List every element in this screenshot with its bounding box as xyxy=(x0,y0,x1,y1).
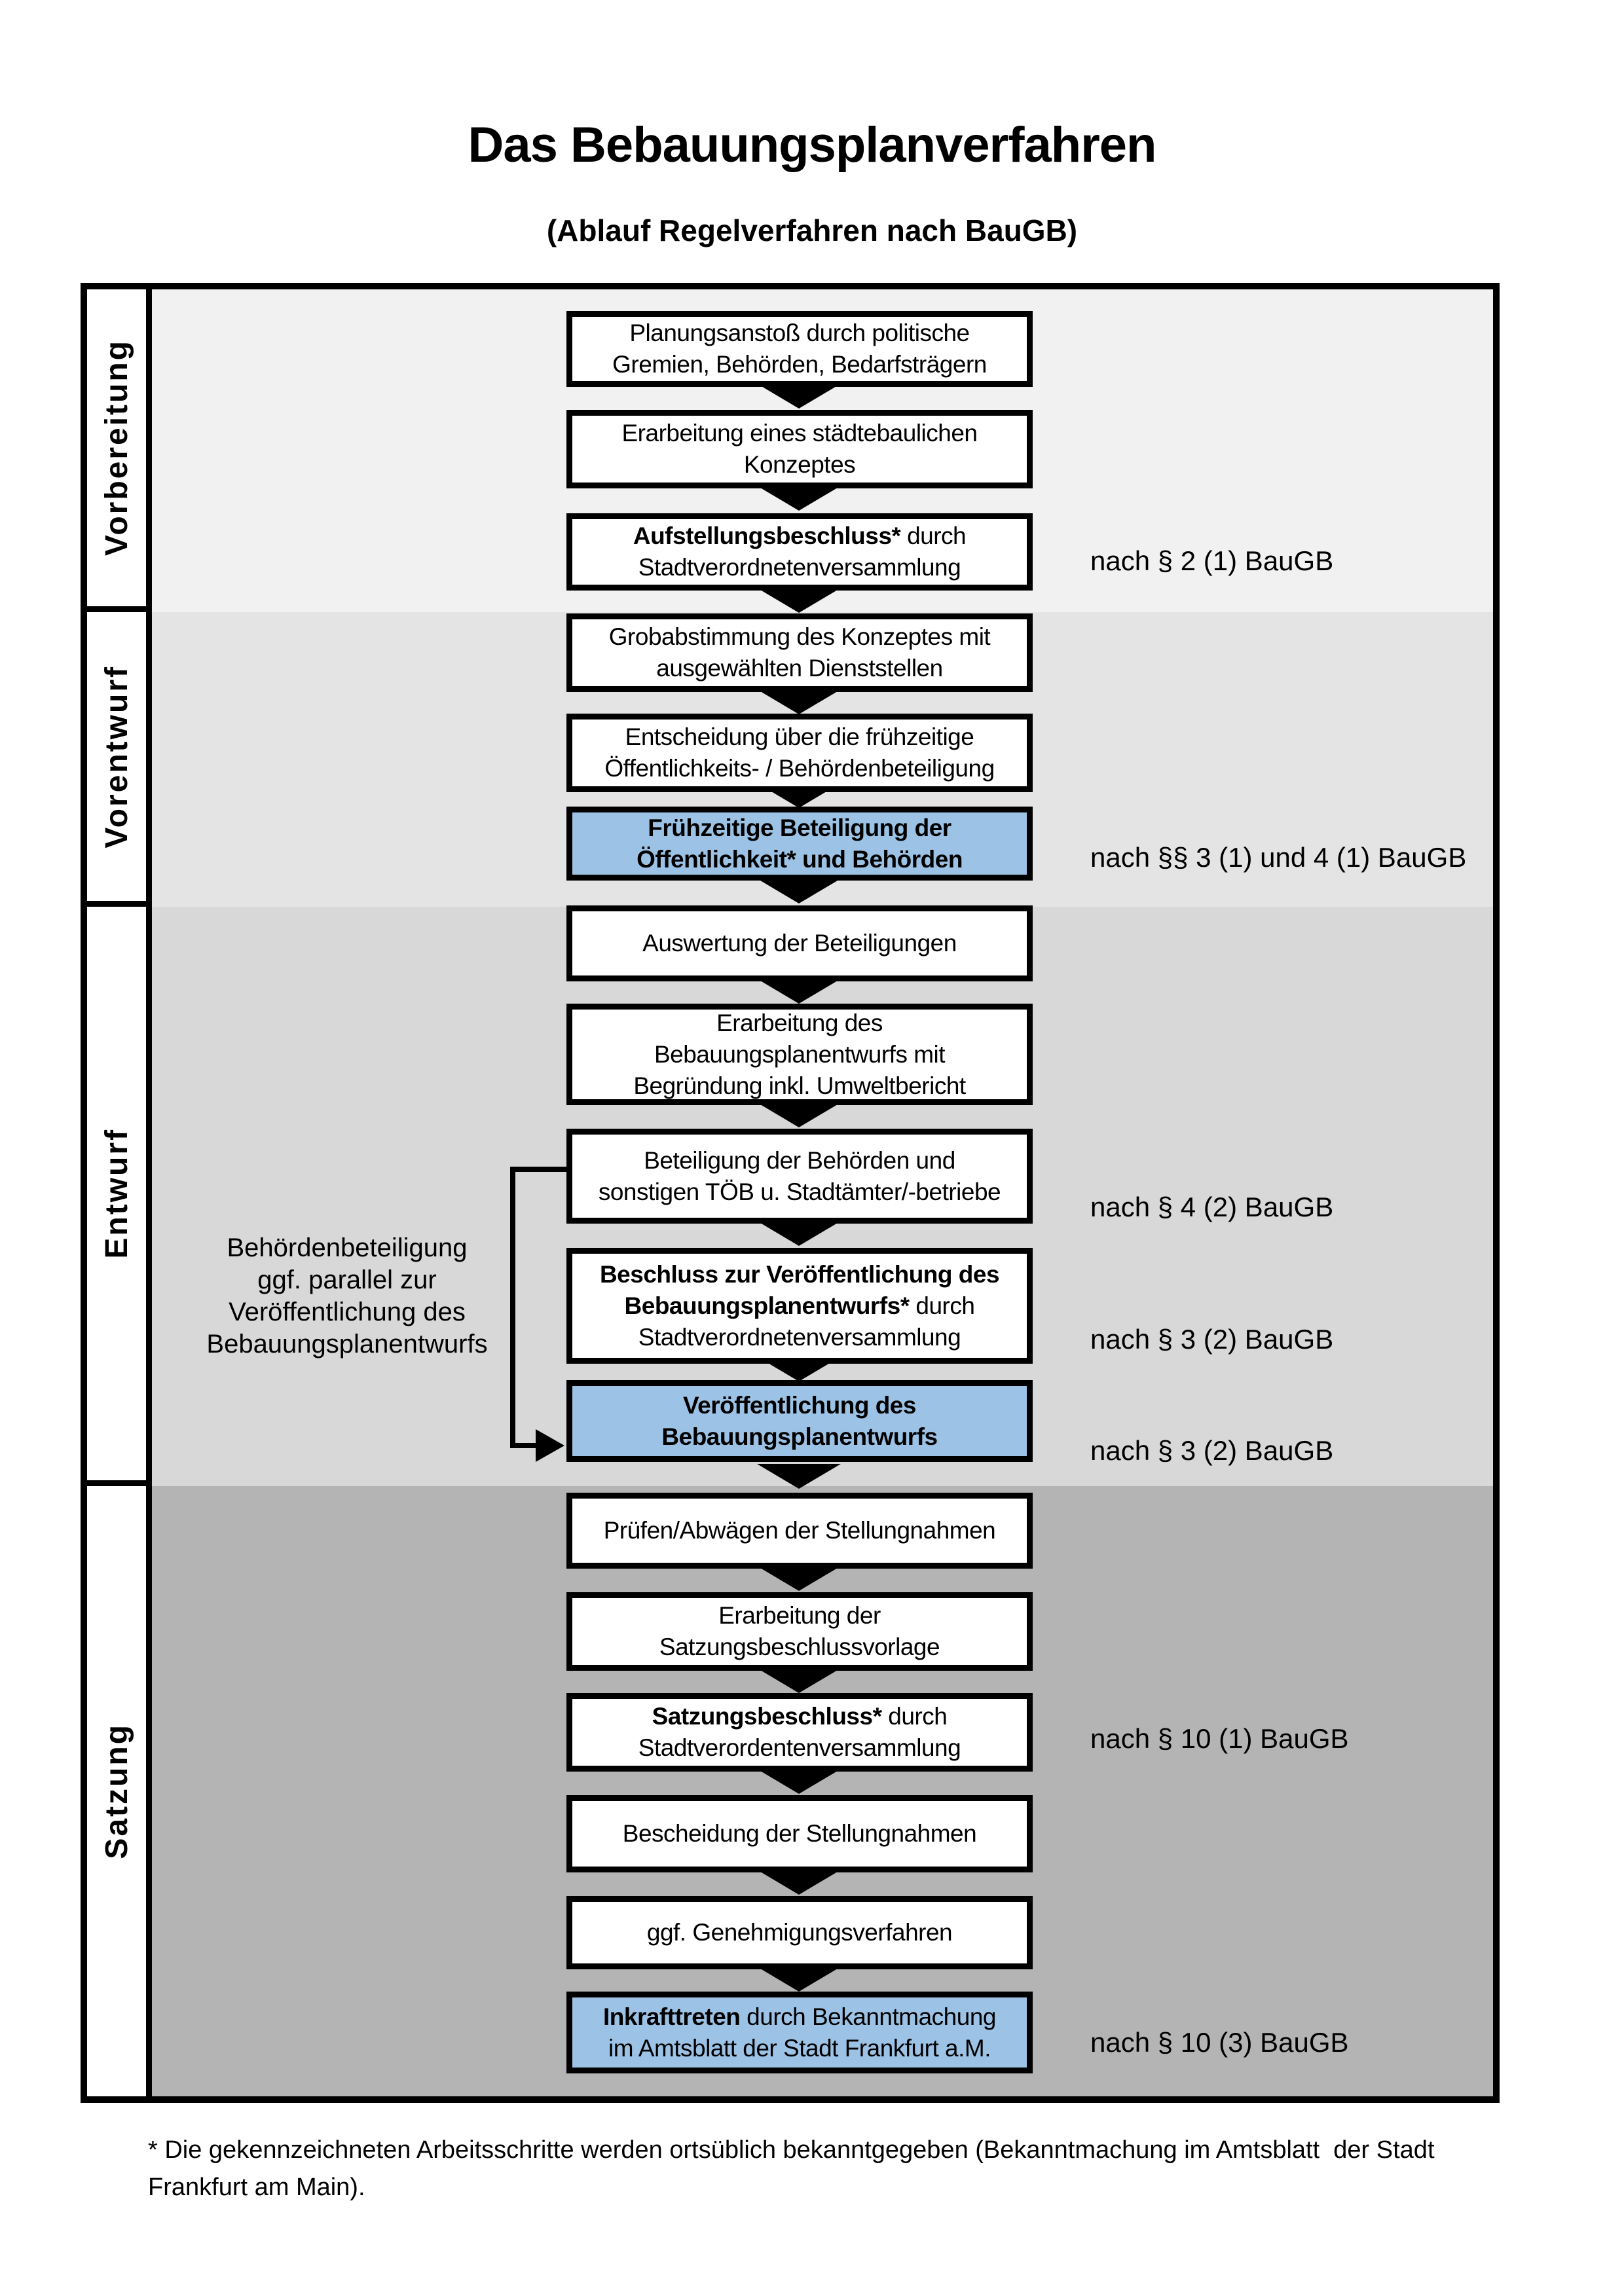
bracket-connector-top xyxy=(510,1167,569,1172)
flow-step-bescheidung: Bescheidung der Stellungnahmen xyxy=(566,1795,1033,1872)
arrow-down-icon xyxy=(757,486,841,511)
flow-step-genehmigungsverfahren: ggf. Genehmigungsverfahren xyxy=(566,1896,1033,1969)
arrow-down-icon xyxy=(757,588,841,613)
side-note-parallel-beteiligung: Behördenbeteiligung ggf. parallel zur Ve… xyxy=(206,1233,488,1358)
legal-note: nach § 10 (1) BauGB xyxy=(1090,1723,1349,1754)
flow-step-beschluss-veroeffentlichung: Beschluss zur Veröffentlichung des Bebau… xyxy=(566,1248,1033,1364)
arrow-down-icon xyxy=(757,1102,841,1127)
flow-step-entscheidung-beteiligung: Entscheidung über die frühzeitige Öffent… xyxy=(566,714,1033,792)
legal-note: nach § 4 (2) BauGB xyxy=(1090,1192,1334,1222)
flow-step-entwurf-erarbeitung: Erarbeitung des Bebauungsplanentwurfs mi… xyxy=(566,1004,1033,1105)
legal-note: nach §§ 3 (1) und 4 (1) BauGB xyxy=(1090,842,1467,873)
arrow-down-icon xyxy=(757,1967,841,1992)
legal-note: nach § 3 (2) BauGB xyxy=(1090,1435,1334,1466)
arrow-right-icon xyxy=(536,1429,564,1462)
flow-step-fruehzeitige-beteiligung: Frühzeitige Beteiligung der Öffentlichke… xyxy=(566,807,1033,881)
page-subtitle: (Ablauf Regelverfahren nach BauGB) xyxy=(546,213,1078,247)
legal-note: nach § 2 (1) BauGB xyxy=(1090,545,1334,576)
footnote: * Die gekennzeichneten Arbeitsschritte w… xyxy=(148,2136,1435,2201)
phase-label-entwurf: Entwurf xyxy=(87,907,152,1486)
flow-step-aufstellungsbeschluss: Aufstellungsbeschluss* durch Stadtverord… xyxy=(566,513,1033,591)
page-title: Das Bebauungsplanverfahren xyxy=(468,117,1157,173)
arrow-down-icon xyxy=(757,1566,841,1591)
arrow-down-icon xyxy=(757,1870,841,1895)
arrow-down-icon xyxy=(757,979,841,1004)
flow-step-grobabstimmung: Grobabstimmung des Konzeptes mit ausgewä… xyxy=(566,613,1033,692)
legal-note: nach § 3 (2) BauGB xyxy=(1090,1324,1334,1355)
arrow-down-icon xyxy=(757,689,841,714)
phase-label-vorentwurf: Vorentwurf xyxy=(87,612,152,907)
flow-step-inkrafttreten: Inkrafttreten durch Bekanntmachung im Am… xyxy=(566,1992,1033,2073)
arrow-down-icon xyxy=(757,1769,841,1794)
flow-step-satzungsbeschluss: Satzungsbeschluss* durch Stadtverordente… xyxy=(566,1693,1033,1772)
flow-step-veroeffentlichung-entwurf: Veröffentlichung des Bebauungsplanentwur… xyxy=(566,1380,1033,1462)
flow-step-konzept-erarbeitung: Erarbeitung eines städtebaulichen Konzep… xyxy=(566,410,1033,488)
phase-label-vorbereitung: Vorbereitung xyxy=(87,289,152,612)
flow-step-auswertung: Auswertung der Beteiligungen xyxy=(566,905,1033,981)
arrow-down-icon xyxy=(757,384,841,409)
legal-note: nach § 10 (3) BauGB xyxy=(1090,2027,1349,2058)
arrow-down-icon xyxy=(757,879,841,903)
arrow-down-icon xyxy=(757,1221,841,1246)
flow-step-satzungsbeschlussvorlage: Erarbeitung der Satzungsbeschlussvorlage xyxy=(566,1592,1033,1671)
arrow-down-icon xyxy=(757,1668,841,1693)
bracket-connector-bottom xyxy=(510,1443,538,1448)
flow-step-behoerdenbeteiligung: Beteiligung der Behörden und sonstigen T… xyxy=(566,1129,1033,1224)
bracket-connector-vertical xyxy=(510,1167,515,1446)
flow-step-planungsanstoss: Planungsanstoß durch politische Gremien,… xyxy=(566,311,1033,387)
arrow-down-icon xyxy=(757,1464,841,1489)
flow-step-pruefen-abwaegen: Prüfen/Abwägen der Stellungnahmen xyxy=(566,1493,1033,1569)
phase-label-satzung: Satzung xyxy=(87,1486,152,2096)
